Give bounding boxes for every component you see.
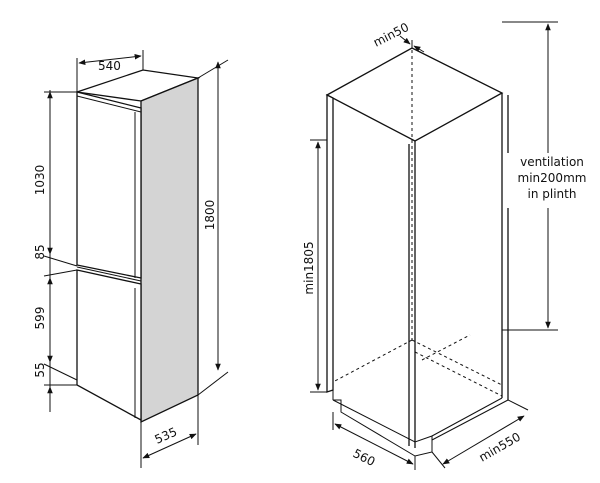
middle-gap-label: 85 [33, 244, 47, 259]
plinth-outline [414, 351, 503, 397]
upper-height-label: 1030 [33, 165, 47, 196]
dimension-min1805: min1805 [302, 139, 327, 393]
dimension-540: 540 [76, 50, 144, 92]
plinth-outline [332, 339, 413, 383]
plinth-frame-edge [431, 397, 503, 437]
niche-height-label: min1805 [302, 241, 316, 294]
dimension-ventilation: ventilation min200mm in plinth [502, 21, 600, 331]
appliance-side-panel [140, 77, 199, 424]
dimension-min50: min50 [371, 20, 425, 53]
dimension-chain-left: 1030 85 599 55 [33, 90, 78, 412]
plinth-frame [332, 399, 433, 457]
plinth-frame-edge [431, 399, 509, 441]
niche-drawing [325, 47, 509, 457]
total-height-label: 1800 [203, 200, 217, 231]
ventilation-label-line1: ventilation [520, 155, 584, 169]
lower-door [76, 269, 142, 422]
dimension-1800: 1800 [197, 59, 229, 396]
niche-depth-label: min550 [477, 430, 523, 465]
width-label: 540 [98, 59, 121, 73]
appliance-drawing [76, 69, 201, 424]
ventilation-label-line2: min200mm [518, 171, 587, 185]
lower-height-label: 599 [33, 307, 47, 330]
door-gap [76, 266, 142, 282]
niche-top [325, 47, 504, 142]
niche-width-label: 560 [351, 446, 378, 469]
upper-door [76, 91, 142, 279]
plinth-height-label: 55 [33, 362, 47, 377]
top-gap-label: min50 [371, 20, 411, 50]
plinth-outline [421, 334, 471, 361]
ventilation-label-line3: in plinth [528, 187, 577, 201]
plinth-outline [411, 339, 503, 386]
door-edge [76, 95, 142, 113]
niche-side-panel [326, 93, 334, 393]
